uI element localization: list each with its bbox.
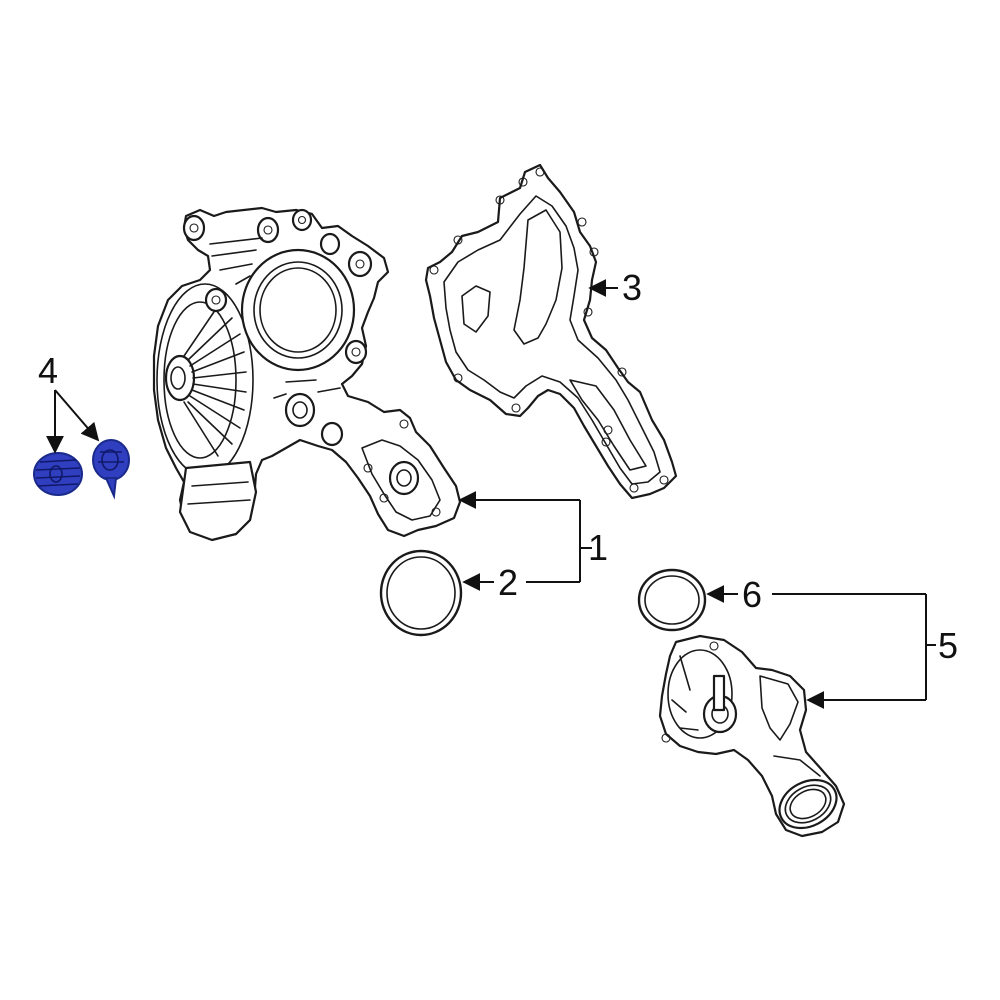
callout-2: 2 <box>498 562 518 603</box>
callout-5: 5 <box>938 625 958 666</box>
callout-4: 4 <box>38 350 58 391</box>
plug-part-4-large[interactable] <box>33 452 83 496</box>
plug-small-body <box>92 439 130 481</box>
callout-3: 3 <box>622 267 642 308</box>
gasket-part-3[interactable] <box>424 163 678 500</box>
o-ring-part-2[interactable] <box>379 549 463 637</box>
leader-lines <box>46 279 936 709</box>
thermostat-housing-part-5[interactable] <box>658 634 846 838</box>
callout-6: 6 <box>742 574 762 615</box>
callout-1: 1 <box>588 527 608 568</box>
water-pump-housing-part-1[interactable] <box>152 206 462 542</box>
seal-ring-part-6[interactable] <box>637 568 707 632</box>
plug-part-4-small[interactable] <box>92 439 130 500</box>
